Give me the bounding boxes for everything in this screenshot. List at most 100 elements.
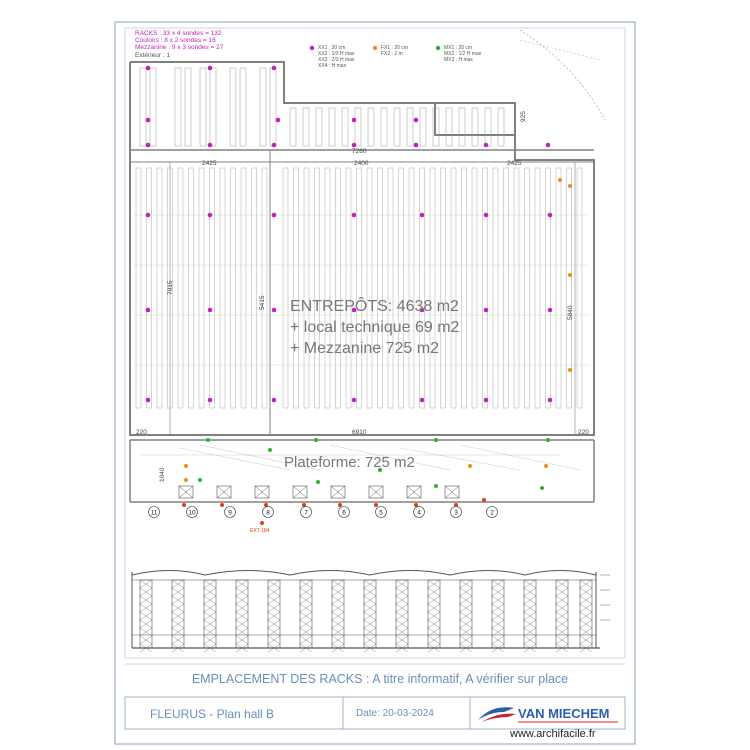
dim-seg-c: 2425 [507,160,522,167]
dock-door-box [216,485,232,499]
elevation-rack-brace [579,579,593,589]
dim-plat-height: 1040 [159,467,166,482]
rack-row [209,67,217,147]
dock-number-circle [413,506,425,518]
elevation-rack-frame [459,579,473,649]
elevation-rack [395,579,409,653]
legend-key-line: MX3 : H max [444,57,473,63]
rack-row [408,167,415,409]
rack-probe-marker [207,307,213,313]
watermark: www.archifacile.fr [510,728,596,740]
mezzanine-probe-marker [198,478,202,482]
rack-row [177,167,184,409]
elevation-rack-brace [427,579,441,589]
dock-number-label: 2 [490,510,494,517]
logo-swoosh-red [482,713,516,722]
elevation-rack-brace [427,635,441,645]
rack-row [167,167,173,409]
elevation-rack-brace [523,643,537,653]
rack-probe-marker [207,142,213,148]
dock-door-cross [330,485,346,499]
plan-date: Date: 20-03-2024 [356,708,434,719]
legend-line: RACKS : 33 x 4 sondes = 132 [135,30,222,37]
elevation-rack-brace [459,619,473,629]
elevation-rack-brace [203,627,217,637]
elevation-rack-brace [139,603,153,613]
elevation-rack-brace [459,611,473,621]
rack-row [497,107,505,147]
elevation-rack-brace [139,587,153,597]
elevation-rack-brace [459,587,473,597]
dock-door-cross [178,485,194,499]
elevation-rack-brace [491,587,505,597]
dock-number-circle [262,506,274,518]
rack-row [302,107,310,147]
elevation-rack-brace [203,635,217,645]
elevation-rack-brace [363,595,377,605]
rack-row [432,107,440,147]
elevation-rack-brace [427,603,441,613]
elevation-rack-brace [555,579,569,589]
mezzanine-probe-marker [378,468,382,472]
elevation-rack [331,579,345,653]
elevation-rack-brace [395,587,409,597]
rack-row [445,107,453,147]
rack-row [393,107,401,147]
rack-probe-marker [483,397,489,403]
elevation-rack-brace [235,579,249,589]
rack-probe-marker [207,65,213,71]
legend-dot-rack [309,45,315,51]
elevation-rack-brace [579,635,593,645]
dock-number-circle [186,506,198,518]
elevation-rack-brace [139,643,153,653]
rack-row [314,167,320,409]
rack-row [229,67,237,147]
rack-probe-marker [145,307,151,313]
legend-key-line: FX1 : 20 cm [381,45,408,51]
elevation-rack-frame [395,579,409,649]
dim-left-height: 7015 [167,280,174,295]
elevation-section [131,570,600,649]
rack-row [149,67,157,147]
elevation-rack-brace [395,643,409,653]
elevation-rack-brace [139,579,153,589]
rack-row [345,167,352,409]
rack-row [576,167,583,409]
rack-probe-marker [271,397,277,403]
rack-row [503,167,509,409]
elevation-rack-brace [395,579,409,589]
dock-number-circle [224,506,236,518]
rack-probe-marker [351,142,357,148]
legend-key-dots [309,45,441,51]
elevation-rack-brace [267,579,281,589]
rack-row [335,167,341,409]
dock-probe-marker [182,503,186,507]
dock-number-circle [338,506,350,518]
rack-row [289,107,297,147]
dock-number-label: 6 [342,510,346,517]
rack-probe-marker [271,65,277,71]
platform-hatch [140,444,581,471]
rack-row [315,107,323,147]
dock-number-circle [375,506,387,518]
dim-mid-height: 5415 [259,295,266,310]
warehouse-area-line: ENTREPÔTS: 4638 m2 [290,298,459,315]
rack-probe-marker [351,212,357,218]
rack-row [545,167,551,409]
elevation-rack-brace [235,603,249,613]
elevation-rack-brace [267,635,281,645]
rack-probe-marker [271,142,277,148]
elevation-rack-brace [299,627,313,637]
elevation-rack-brace [523,587,537,597]
rack-row [380,107,388,147]
rack-probe-marker [547,212,553,218]
mezzanine-probe-marker [434,484,438,488]
rack-probe-marker [145,142,151,148]
elevation-rack-brace [235,635,249,645]
elevation-rack-brace [171,635,185,645]
elevation-rack-frame [171,579,185,649]
elevation-rack-brace [171,627,185,637]
rack-row [259,67,267,147]
dock-door-cross [368,485,384,499]
rack-row [239,67,247,147]
